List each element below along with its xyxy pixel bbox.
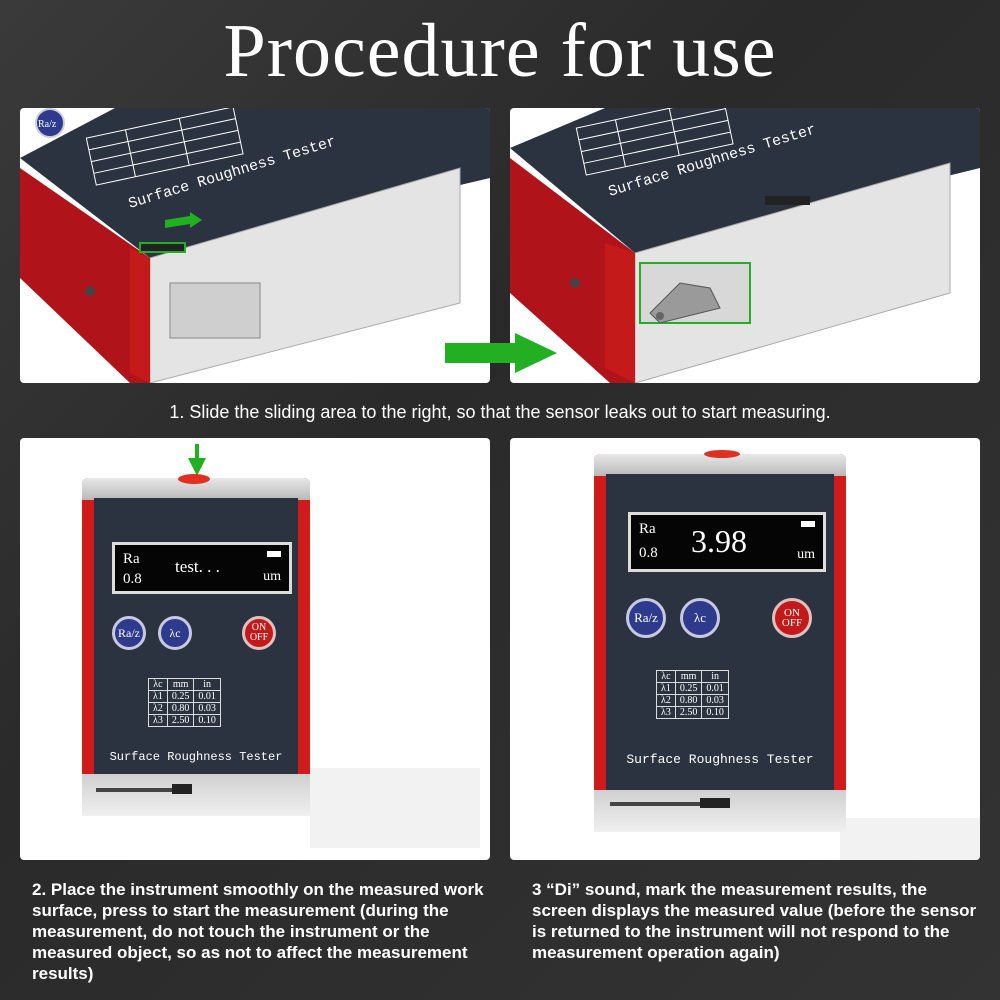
step1-caption: 1. Slide the sliding area to the right, … — [169, 402, 831, 422]
step1-photo-closed: Surface Roughness Tester Ra/z — [20, 108, 490, 383]
lcd-param: Ra — [123, 551, 140, 567]
step2-photo-open: Surface Roughness Tester — [510, 108, 980, 383]
slider-knob[interactable] — [700, 798, 730, 808]
device-label: Surface Roughness Tester — [626, 752, 814, 767]
page-title: Procedure for use — [223, 9, 777, 93]
lcd-status: test. . . — [175, 557, 220, 576]
lcd-param: Ra — [639, 521, 656, 537]
device-top-cap — [594, 454, 846, 476]
sensor-slider[interactable] — [610, 802, 730, 806]
off-label: OFF — [249, 632, 269, 643]
lcd-unit: um — [263, 569, 281, 584]
lcd-reading: 3.98 — [691, 523, 747, 559]
battery-icon — [801, 521, 815, 527]
sensor-slider[interactable] — [96, 788, 186, 792]
raz-button-label: Ra/z — [38, 119, 57, 130]
battery-icon — [267, 551, 281, 557]
device-bottom-cap — [82, 774, 310, 816]
device-perspective-open: Surface Roughness Tester — [510, 108, 980, 383]
green-right-arrow-icon — [445, 333, 557, 373]
step2-caption: 2. Place the instrument smoothly on the … — [32, 880, 484, 983]
green-down-arrow-icon — [188, 458, 206, 476]
device-bottom-cap — [594, 790, 846, 832]
lcd-display: Ra 0.8 test. . . um — [112, 542, 292, 594]
green-arrow-shaft — [195, 444, 199, 460]
lcd-cutoff: 0.8 — [639, 545, 658, 561]
on-off-button[interactable]: ON OFF — [772, 598, 812, 638]
step3-caption: 3 “Di” sound, mark the measurement resul… — [532, 880, 977, 962]
off-label: OFF — [781, 617, 803, 629]
slider-knob[interactable] — [172, 784, 192, 794]
raz-button[interactable]: Ra/z — [112, 616, 146, 650]
on-label: ON — [784, 607, 800, 619]
on-label: ON — [251, 622, 267, 633]
device-top-cap — [82, 478, 310, 500]
work-surface — [310, 768, 480, 848]
lambda-c-button[interactable]: λc — [680, 598, 720, 638]
lambda-c-button[interactable]: λc — [158, 616, 192, 650]
start-button[interactable] — [178, 474, 210, 484]
on-off-button[interactable]: ON OFF — [242, 616, 276, 650]
lcd-display: Ra 0.8 3.98 um — [628, 512, 826, 572]
lcd-unit: um — [797, 547, 815, 562]
device-perspective-closed: Surface Roughness Tester Ra/z — [20, 108, 490, 383]
lcd-cutoff: 0.8 — [123, 571, 142, 587]
device-label: Surface Roughness Tester — [109, 750, 283, 764]
start-button[interactable] — [704, 450, 740, 458]
raz-button[interactable]: Ra/z — [626, 598, 666, 638]
work-surface — [840, 818, 980, 860]
